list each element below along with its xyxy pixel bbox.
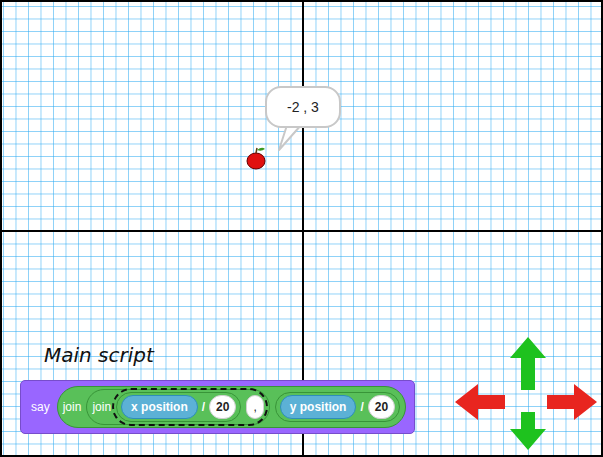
speech-bubble: -2 , 3 xyxy=(265,86,341,128)
join-block: join x position / 20, xyxy=(86,389,269,425)
y-position-reporter: y position xyxy=(280,395,357,419)
block-text: join xyxy=(63,400,82,414)
join-block: join join x position / 20, y position / 20 xyxy=(57,386,406,428)
script-label: Main script xyxy=(44,343,154,367)
block-text: , xyxy=(253,400,256,414)
block-text: join xyxy=(92,400,111,414)
divide-block: y position / 20 xyxy=(275,392,400,422)
block-text: 20 xyxy=(375,400,388,414)
number-input: 20 xyxy=(368,395,395,419)
block-text: say xyxy=(31,400,50,414)
say-block: sayjoinjoinx position/20,y position/20 xyxy=(20,380,415,434)
block-text: y position xyxy=(290,400,347,414)
number-input: 20 xyxy=(209,395,236,419)
block-text: -2 , 3 xyxy=(287,99,319,115)
block-text: / xyxy=(202,400,205,414)
block-text: 20 xyxy=(216,400,229,414)
divide-block: x position / 20 xyxy=(116,392,241,422)
x-position-reporter: x position xyxy=(121,395,198,419)
block-text: / xyxy=(360,400,363,414)
apple-sprite xyxy=(247,148,265,169)
block-text: x position xyxy=(131,400,188,414)
text-input: , xyxy=(246,395,263,419)
x-axis xyxy=(0,230,603,232)
direction-arrows xyxy=(455,337,597,450)
